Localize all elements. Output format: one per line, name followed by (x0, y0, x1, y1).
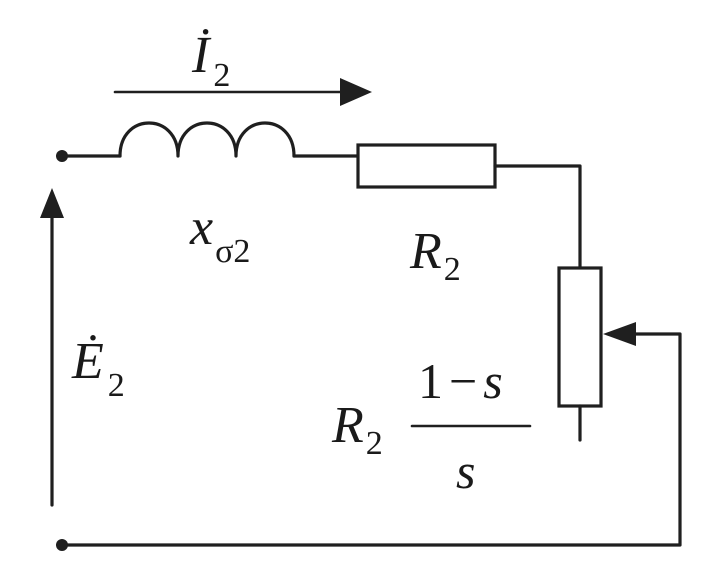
current-arrow (113, 78, 372, 106)
inductor-coil (118, 121, 296, 158)
current-subscript: 2 (213, 57, 230, 94)
resistor-subscript: 2 (444, 251, 461, 288)
resistor-symbol: R (409, 223, 442, 280)
reactance-symbol: x (189, 199, 213, 256)
emf-arrow (40, 188, 64, 507)
load-symbol: R (331, 397, 364, 454)
load-numerator-one: 1 (418, 353, 443, 409)
load-denominator: s (456, 443, 475, 499)
series-resistor-r2 (356, 143, 497, 189)
load-numerator-minus: − (449, 353, 477, 409)
wiper-arrowhead (603, 322, 636, 346)
load-resistor (557, 266, 603, 408)
resistor-label: R2 (409, 223, 461, 288)
wiper-return-wire (60, 332, 682, 547)
emf-symbol: Ė (71, 333, 104, 390)
wire-resistor-to-load (493, 164, 582, 270)
reactance-subscript: σ2 (215, 233, 250, 270)
current-symbol: İ (191, 27, 212, 84)
load-label-r: R2 (331, 397, 383, 462)
bottom-left-terminal (56, 539, 68, 551)
load-subscript: 2 (366, 425, 383, 462)
reactance-label: xσ2 (189, 199, 250, 270)
load-numerator: 1−s (418, 353, 503, 409)
emf-subscript: 2 (108, 367, 125, 404)
load-numerator-s: s (483, 353, 502, 409)
